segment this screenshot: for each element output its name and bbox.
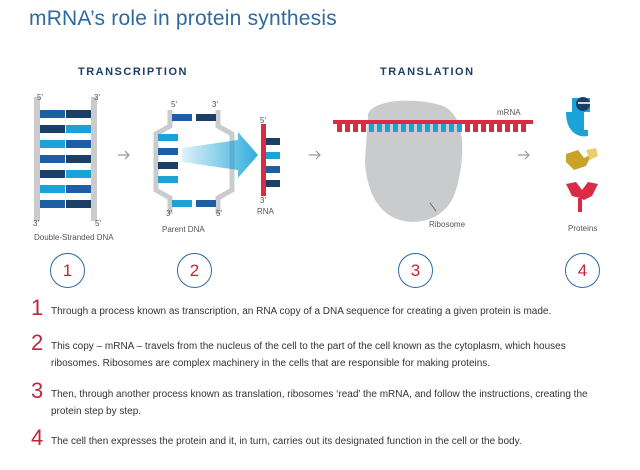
proteins-label: Proteins <box>568 224 598 233</box>
proteins-illustration <box>566 97 598 212</box>
double-stranded-dna-label: Double-Stranded DNA <box>34 233 114 242</box>
step-text: Through a process known as transcription… <box>51 306 552 317</box>
step-circle-4: 4 <box>565 253 600 288</box>
five-prime-label: 5' <box>95 219 101 228</box>
rna-illustration <box>261 124 280 196</box>
five-prime-label: 5' <box>37 93 43 102</box>
translation-heading: TRANSLATION <box>380 66 475 78</box>
step-text: This copy – mRNA – travels from the nucl… <box>51 341 566 369</box>
step-number: 3 <box>31 378 44 403</box>
five-prime-label: 5' <box>216 209 222 218</box>
step-number: 2 <box>31 330 44 355</box>
three-prime-label: 3' <box>166 209 172 218</box>
parent-dna-label: Parent DNA <box>162 225 205 234</box>
five-prime-label: 5' <box>260 116 266 125</box>
double-stranded-dna-illustration <box>34 97 97 221</box>
step-number: 1 <box>31 295 44 320</box>
step-circle-2: 2 <box>177 253 212 288</box>
parent-dna-illustration <box>153 110 258 214</box>
step-text: The cell then expresses the protein and … <box>51 436 522 447</box>
rna-label: RNA <box>257 207 274 216</box>
five-prime-label: 5' <box>171 100 177 109</box>
page-title: mRNA’s role in protein synthesis <box>29 7 337 30</box>
ribosome-label: Ribosome <box>429 220 466 229</box>
three-prime-label: 3' <box>94 93 100 102</box>
step-text: Then, through another process known as t… <box>51 389 588 417</box>
ribosome-illustration <box>333 100 533 222</box>
three-prime-label: 3' <box>212 100 218 109</box>
arrow-icon <box>118 150 130 160</box>
three-prime-label: 3' <box>33 219 39 228</box>
mrna-label: mRNA <box>497 108 521 117</box>
arrow-icon <box>309 150 321 160</box>
three-prime-label: 3' <box>260 196 266 205</box>
step-number: 4 <box>31 425 44 450</box>
step-circle-3: 3 <box>398 253 433 288</box>
step-circle-1: 1 <box>50 253 85 288</box>
arrow-icon <box>518 150 530 160</box>
transcription-heading: TRANSCRIPTION <box>78 66 188 78</box>
